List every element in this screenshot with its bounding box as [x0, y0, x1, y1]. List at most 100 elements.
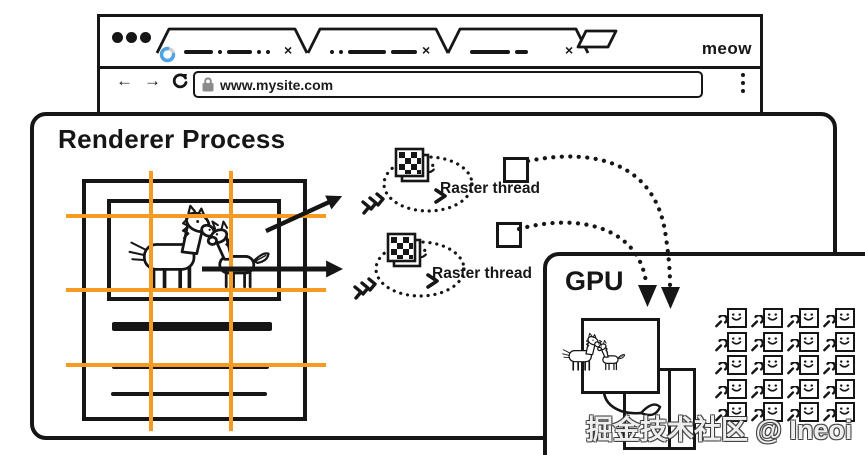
gpu-worker [786, 355, 822, 379]
gpu-worker [822, 378, 858, 403]
tab-2-title-placeholder [330, 50, 417, 54]
wrench-icon [822, 386, 835, 399]
worker-tile [799, 402, 819, 422]
wrench-icon [786, 339, 799, 352]
smiley-face-icon [802, 359, 815, 369]
forward-button[interactable]: → [144, 71, 161, 90]
gpu-worker [822, 355, 858, 379]
raster-tile-1 [503, 157, 529, 183]
tile-grid-hline-2 [66, 288, 326, 292]
wrench-icon [714, 386, 727, 399]
tab-1-title-placeholder [184, 50, 270, 54]
browser-menu-icon[interactable] [741, 73, 745, 93]
smiley-face-icon [802, 312, 815, 322]
smiley-face-icon [766, 383, 779, 393]
wrench-icon [786, 315, 799, 328]
wrench-icon [714, 339, 727, 352]
pixel-bitmap-icon [386, 232, 422, 268]
wrench-icon [750, 315, 763, 328]
tab-2-close-icon[interactable]: × [422, 42, 431, 58]
worker-tile [799, 355, 819, 375]
smiley-face-icon [730, 359, 743, 369]
gpu-worker [714, 308, 750, 332]
wrench-icon [822, 315, 835, 328]
tabbar-divider [100, 66, 760, 69]
gpu-worker [714, 355, 750, 379]
gpu-title: GPU [565, 266, 624, 296]
worker-tile [835, 355, 855, 375]
tab-2[interactable] [306, 27, 450, 54]
worker-tile [763, 308, 783, 328]
page-text-line-1 [112, 365, 269, 369]
pixel-bitmap-icon [394, 147, 430, 183]
tile-grid-hline-3 [66, 363, 326, 367]
smiley-face-icon [730, 383, 743, 393]
gpu-worker [750, 355, 786, 379]
smiley-face-icon [802, 383, 815, 393]
tile-grid-hline-1 [66, 214, 326, 218]
worker-tile [727, 378, 747, 399]
smiley-face-icon [838, 359, 851, 369]
worker-tile [727, 355, 747, 375]
raster-thread-2: Raster thread [348, 229, 598, 309]
window-dot-2[interactable] [126, 32, 137, 43]
worker-tile [799, 331, 819, 352]
gpu-worker [786, 378, 822, 403]
window-dot-3[interactable] [140, 32, 151, 43]
padlock-icon [202, 77, 214, 92]
worker-tile [835, 402, 855, 422]
browser-window: × × × meow ← → www.mysite.com [97, 14, 763, 115]
worker-tile [835, 331, 855, 352]
smiley-face-icon [838, 312, 851, 322]
gpu-worker [786, 402, 822, 426]
worker-tile [763, 355, 783, 375]
smiley-face-icon [730, 312, 743, 322]
page-heading-bar [112, 322, 272, 331]
smiley-face-icon [766, 359, 779, 369]
window-traffic-lights [112, 32, 151, 43]
wrench-icon [786, 362, 799, 375]
raster-thread-label: Raster thread [440, 180, 540, 197]
wrench-icon [822, 339, 835, 352]
url-text[interactable]: www.mysite.com [220, 76, 334, 93]
gpu-worker [822, 402, 858, 426]
wrench-icon [822, 362, 835, 375]
worker-tile [799, 378, 819, 399]
gpu-worker [714, 331, 750, 356]
gpu-worker [786, 331, 822, 356]
raster-loop-icon [374, 240, 466, 298]
url-bar[interactable]: www.mysite.com [193, 71, 703, 98]
browser-brand-label: meow [701, 39, 752, 58]
gpu-worker [750, 331, 786, 356]
gpu-composited-image [581, 318, 660, 394]
speed-chevrons-icon [352, 275, 382, 301]
gpu-worker [822, 308, 858, 332]
smiley-face-icon [802, 336, 815, 346]
wrench-icon [786, 386, 799, 399]
tab-1[interactable] [155, 27, 309, 54]
gpu-worker [822, 331, 858, 356]
worker-tile [727, 308, 747, 328]
tab-1-close-icon[interactable]: × [284, 42, 293, 58]
reload-button[interactable] [172, 73, 188, 89]
tab-3-close-icon[interactable]: × [565, 42, 574, 58]
raster-thread-1: Raster thread [356, 144, 606, 224]
gpu-worker [714, 402, 750, 426]
smiley-face-icon [730, 336, 743, 346]
wrench-icon [714, 315, 727, 328]
window-dot-1[interactable] [112, 32, 123, 43]
horse-tail-and-leaf [602, 384, 662, 417]
smiley-face-icon [838, 383, 851, 393]
renderer-process-title: Renderer Process [58, 124, 286, 154]
new-tab-button[interactable] [576, 29, 618, 49]
gpu-worker [786, 308, 822, 332]
tab-loading-spinner-icon [159, 46, 176, 63]
back-button[interactable]: ← [116, 71, 133, 90]
tile-grid-vline-1 [149, 171, 153, 431]
gpu-worker [750, 308, 786, 332]
worker-tile [835, 308, 855, 328]
gpu-worker [714, 378, 750, 403]
speed-chevrons-icon [360, 190, 390, 216]
worker-tile [763, 331, 783, 352]
